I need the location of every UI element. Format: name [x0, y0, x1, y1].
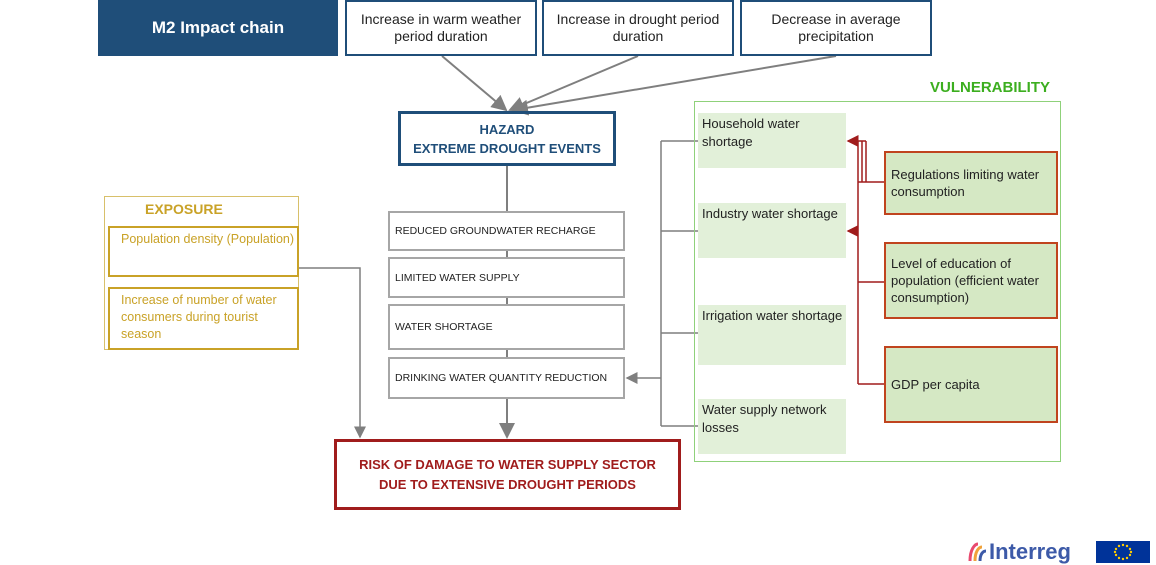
hazard-label: HAZARD [479, 121, 535, 137]
driver-drought-duration: Increase in drought period duration [542, 0, 734, 56]
page-title: M2 Impact chain [98, 0, 338, 56]
logo-text: Interreg [989, 539, 1071, 564]
driver-precipitation: Decrease in average precipitation [740, 0, 932, 56]
capacity-education: Level of education of population (effici… [884, 242, 1058, 319]
eu-flag-icon [1096, 541, 1150, 563]
driver-2-arrow [508, 55, 639, 112]
vulnerability-panel [694, 101, 1061, 462]
exposure-item-population: Population density (Population) [108, 226, 299, 277]
driver-1-arrow [441, 55, 508, 112]
chain-step-drinking-water: DRINKING WATER QUANTITY REDUCTION [388, 357, 625, 399]
risk-box: RISK OF DAMAGE TO WATER SUPPLY SECTOR DU… [334, 439, 681, 510]
chain-step-groundwater: REDUCED GROUNDWATER RECHARGE [388, 211, 625, 251]
exposure-to-risk-arrow [299, 267, 366, 439]
sensitivity-network-losses: Water supply network losses [698, 399, 846, 454]
sensitivity-irrigation: Irrigation water shortage [698, 305, 846, 365]
interreg-mark-icon [968, 542, 987, 562]
driver-3-arrow [512, 55, 837, 116]
risk-line-2: DUE TO EXTENSIVE DROUGHT PERIODS [379, 476, 636, 492]
chain-step-supply: LIMITED WATER SUPPLY [388, 257, 625, 298]
capacity-gdp: GDP per capita [884, 346, 1058, 423]
interreg-logo: Interreg [967, 539, 1071, 565]
exposure-label: EXPOSURE [145, 201, 223, 217]
sensitivity-industry: Industry water shortage [698, 203, 846, 258]
hazard-box: HAZARD EXTREME DROUGHT EVENTS [398, 111, 616, 166]
sensitivity-household: Household water shortage [698, 113, 846, 168]
capacity-regulations: Regulations limiting water consumption [884, 151, 1058, 215]
chain-step-shortage: WATER SHORTAGE [388, 304, 625, 350]
driver-warm-weather: Increase in warm weather period duration [345, 0, 537, 56]
exposure-item-tourists: Increase of number of water consumers du… [108, 287, 299, 350]
risk-line-1: RISK OF DAMAGE TO WATER SUPPLY SECTOR [359, 456, 656, 472]
vulnerability-label: VULNERABILITY [930, 79, 1050, 96]
hazard-name: EXTREME DROUGHT EVENTS [413, 140, 601, 156]
